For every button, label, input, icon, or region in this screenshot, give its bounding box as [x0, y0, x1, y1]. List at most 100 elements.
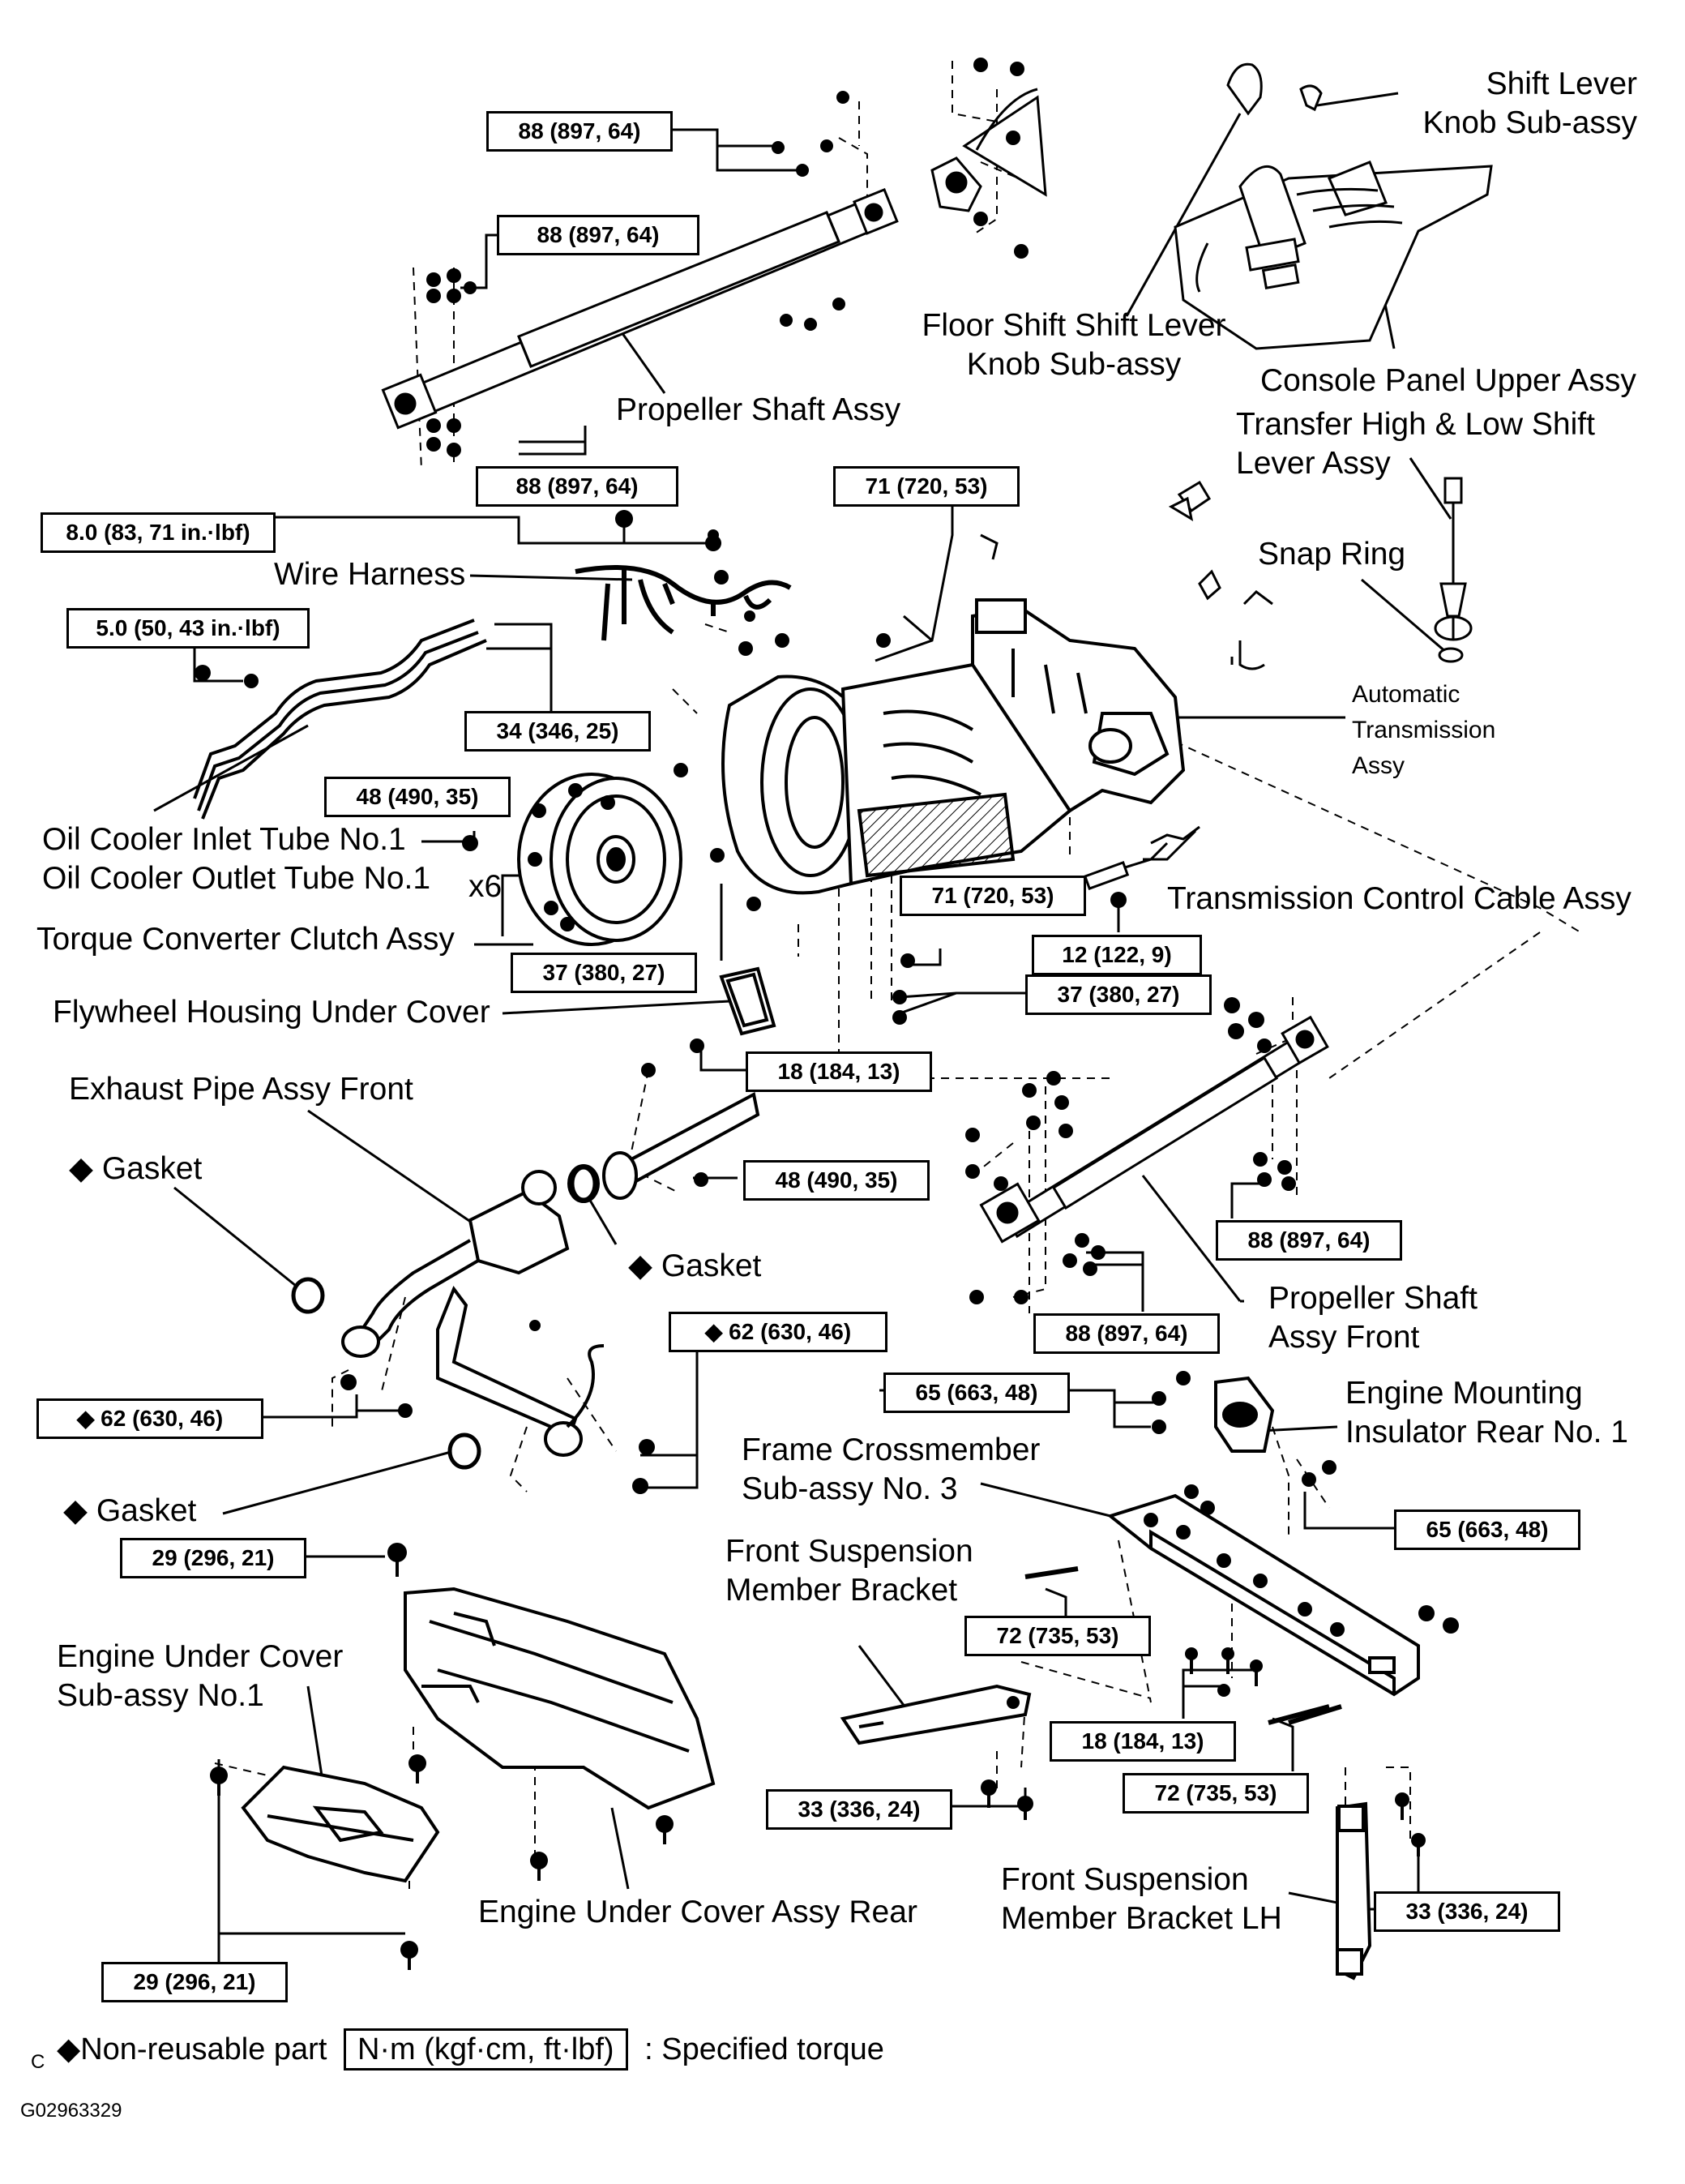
exhaust-pipe-art	[341, 1091, 760, 1457]
label-transfer-lever: Transfer High & Low Shift Lever Assy	[1236, 405, 1595, 483]
label-gasket-2-text: ◆ Gasket	[628, 1248, 762, 1283]
label-trans-control-cable-text: Transmission Control Cable Assy	[1167, 881, 1632, 916]
label-wire-harness-text: Wire Harness	[274, 557, 466, 592]
legend-nonreusable: ◆Non-reusable part	[57, 2032, 327, 2066]
footer-letter: C	[31, 2051, 45, 2073]
torque-box: 71 (720, 53)	[900, 876, 1086, 916]
front-suspension-lh-art	[1336, 1801, 1372, 1981]
label-gasket-1: ◆ Gasket	[69, 1150, 202, 1188]
label-front-suspension-lh-text: Front Suspension Member Bracket LH	[1001, 1862, 1282, 1936]
label-snap-ring-text: Snap Ring	[1258, 537, 1406, 572]
label-console-panel-text: Console Panel Upper Assy	[1260, 363, 1636, 398]
torque-converter-art	[517, 773, 682, 946]
legend-unit-box: N·m (kgf·cm, ft·lbf)	[343, 2028, 628, 2071]
legend: ◆Non-reusable part N·m (kgf·cm, ft·lbf) …	[57, 2028, 884, 2071]
label-engine-under-cover-rear: Engine Under Cover Assy Rear	[478, 1893, 917, 1932]
label-engine-under-cover-rear-text: Engine Under Cover Assy Rear	[478, 1895, 917, 1929]
torque-box: 37 (380, 27)	[1025, 974, 1212, 1015]
torque-box: 34 (346, 25)	[464, 711, 651, 752]
label-propeller-shaft-text: Propeller Shaft Assy	[616, 392, 901, 427]
long-bolts	[1024, 1566, 1342, 1725]
automatic-transmission-art	[721, 598, 1186, 895]
label-propeller-shaft-front: Propeller Shaft Assy Front	[1268, 1279, 1478, 1357]
label-propeller-shaft: Propeller Shaft Assy	[616, 391, 900, 430]
torque-box: 48 (490, 35)	[743, 1160, 930, 1201]
frame-crossmember-art	[1106, 1493, 1420, 1697]
front-suspension-bracket-art	[840, 1684, 1032, 1745]
flywheel-cover-art	[719, 966, 776, 1036]
oil-cooler-tubes	[193, 619, 487, 820]
engine-under-cover-sub-art	[241, 1765, 440, 1883]
torque-box: 88 (897, 64)	[1216, 1220, 1402, 1261]
label-engine-mounting: Engine Mounting Insulator Rear No. 1	[1345, 1374, 1628, 1452]
label-trans-control-cable: Transmission Control Cable Assy	[1167, 880, 1632, 919]
label-exhaust-pipe: Exhaust Pipe Assy Front	[69, 1070, 413, 1109]
label-engine-under-cover: Engine Under Cover Sub-assy No.1	[57, 1638, 343, 1715]
torque-box: 18 (184, 13)	[1050, 1721, 1236, 1762]
label-propeller-shaft-front-text: Propeller Shaft Assy Front	[1268, 1281, 1478, 1355]
label-floor-shift-knob: Floor Shift Shift Lever Knob Sub-assy	[912, 306, 1236, 384]
torque-box: 88 (897, 64)	[1033, 1313, 1220, 1354]
torque-box: 29 (296, 21)	[120, 1538, 306, 1578]
propeller-shaft-top	[381, 88, 1047, 430]
label-front-suspension-lh: Front Suspension Member Bracket LH	[1001, 1861, 1282, 1938]
footer-code: G02963329	[20, 2100, 122, 2122]
torque-box: ◆ 62 (630, 46)	[669, 1312, 887, 1352]
label-front-suspension-bracket: Front Suspension Member Bracket	[725, 1532, 973, 1610]
trans-cable-art	[1083, 825, 1200, 890]
bolt-shanks	[217, 1552, 1420, 1970]
torque-box: 88 (897, 64)	[486, 111, 673, 152]
torque-box: ◆ 62 (630, 46)	[36, 1398, 263, 1439]
label-gasket-2: ◆ Gasket	[628, 1247, 761, 1286]
torque-box: 37 (380, 27)	[511, 953, 697, 993]
label-exhaust-pipe-text: Exhaust Pipe Assy Front	[69, 1072, 413, 1107]
wire-harness-art	[575, 565, 792, 641]
label-torque-converter-text: Torque Converter Clutch Assy	[36, 922, 455, 957]
label-engine-under-cover-text: Engine Under Cover Sub-assy No.1	[57, 1639, 344, 1713]
label-floor-shift-knob-text: Floor Shift Shift Lever Knob Sub-assy	[922, 308, 1226, 382]
label-gasket-3: ◆ Gasket	[63, 1492, 196, 1531]
gaskets-art	[291, 1165, 597, 1470]
label-gasket-3-text: ◆ Gasket	[63, 1493, 197, 1528]
torque-box: 88 (897, 64)	[497, 215, 699, 255]
torque-box: 8.0 (83, 71 in.·lbf)	[41, 512, 276, 553]
label-wire-harness: Wire Harness	[274, 555, 465, 594]
label-engine-mounting-text: Engine Mounting Insulator Rear No. 1	[1345, 1376, 1629, 1450]
engine-mount-art	[1214, 1376, 1275, 1453]
label-flywheel-cover-text: Flywheel Housing Under Cover	[53, 995, 490, 1030]
torque-box: 33 (336, 24)	[1374, 1891, 1560, 1932]
torque-box: 71 (720, 53)	[833, 466, 1020, 507]
label-front-suspension-bracket-text: Front Suspension Member Bracket	[725, 1534, 973, 1608]
label-x6-text: x6	[468, 869, 503, 904]
torque-box: 48 (490, 35)	[324, 777, 511, 817]
label-torque-converter: Torque Converter Clutch Assy	[36, 920, 455, 959]
torque-box: 65 (663, 48)	[1394, 1510, 1580, 1550]
torque-box: 65 (663, 48)	[883, 1372, 1070, 1413]
transfer-lever	[980, 477, 1473, 670]
label-shift-lever-knob-text: Shift Lever Knob Sub-assy	[1422, 66, 1638, 140]
label-automatic-transmission-text: Automatic Transmission Assy	[1352, 681, 1496, 779]
engine-under-cover-rear-art	[404, 1587, 716, 1810]
label-transfer-lever-text: Transfer High & Low Shift Lever Assy	[1236, 407, 1595, 481]
torque-box: 29 (296, 21)	[101, 1962, 288, 2002]
label-gasket-1-text: ◆ Gasket	[69, 1151, 203, 1186]
label-flywheel-cover: Flywheel Housing Under Cover	[53, 993, 490, 1032]
label-shift-lever-knob: Shift Lever Knob Sub-assy	[1402, 65, 1638, 143]
torque-box: 88 (897, 64)	[476, 466, 678, 507]
label-frame-crossmember-text: Frame Crossmember Sub-assy No. 3	[742, 1432, 1041, 1506]
propeller-shaft-front	[979, 1015, 1329, 1244]
torque-box: 33 (336, 24)	[766, 1789, 952, 1830]
label-console-panel: Console Panel Upper Assy	[1260, 362, 1636, 400]
label-oil-cooler-text: Oil Cooler Inlet Tube No.1 Oil Cooler Ou…	[42, 822, 431, 896]
torque-box: 72 (735, 53)	[964, 1616, 1151, 1656]
console-and-knobs	[1174, 62, 1493, 350]
legend-specified-torque: : Specified torque	[644, 2032, 884, 2066]
label-automatic-transmission: Automatic Transmission Assy	[1352, 677, 1495, 784]
label-oil-cooler: Oil Cooler Inlet Tube No.1 Oil Cooler Ou…	[42, 820, 430, 898]
label-x6: x6	[468, 867, 502, 906]
torque-box: 18 (184, 13)	[746, 1051, 932, 1092]
torque-box: 12 (122, 9)	[1032, 935, 1202, 975]
torque-box: 5.0 (50, 43 in.·lbf)	[66, 608, 310, 649]
torque-box: 72 (735, 53)	[1123, 1773, 1309, 1814]
